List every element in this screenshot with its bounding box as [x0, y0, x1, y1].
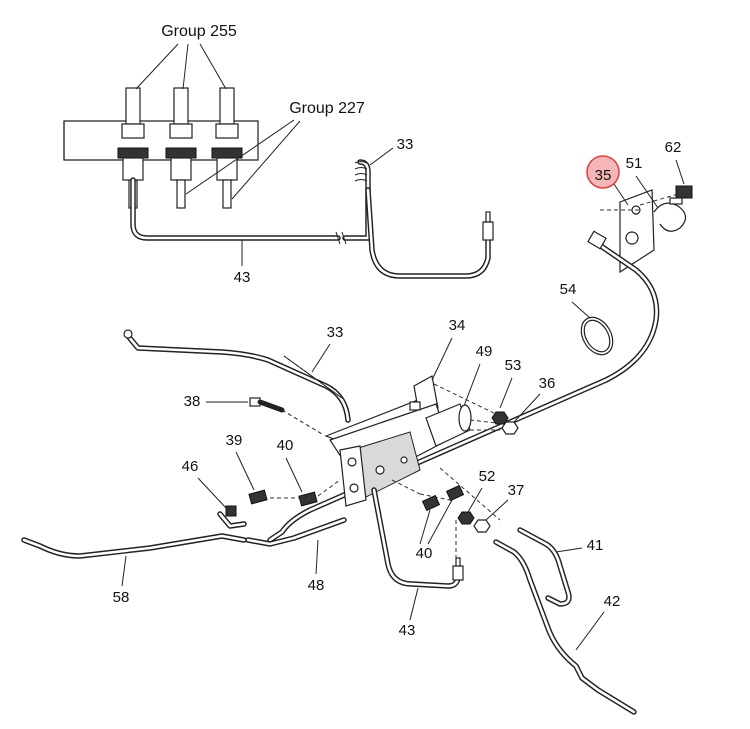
callout-58: 58: [113, 589, 130, 606]
callout-34: 34: [449, 317, 466, 334]
group-255-leaders: [135, 43, 227, 90]
callout-35: 35: [595, 167, 612, 184]
electrode-2: [165, 87, 197, 209]
callout-40-upper: 40: [277, 437, 294, 454]
fitting-62: [669, 185, 693, 205]
pipe-41: [517, 527, 572, 607]
electrode-3: [211, 87, 243, 209]
pipe-main-right: [267, 230, 660, 543]
valve-body-34: [324, 375, 449, 507]
pipe-58: [21, 533, 247, 559]
callout-36: 36: [539, 375, 556, 392]
callout-40-lower: 40: [416, 545, 433, 562]
group-255-label: Group 255: [161, 23, 237, 40]
fittings-40-lower: [421, 484, 465, 512]
callout-46: 46: [182, 458, 199, 475]
solenoid-49: [409, 401, 472, 447]
callout-49: 49: [476, 343, 493, 360]
callout-41: 41: [587, 537, 604, 554]
tube-43-lower: [371, 487, 464, 589]
callout-39: 39: [226, 432, 243, 449]
callout-62: 62: [665, 139, 682, 156]
pipe-33-left: [123, 329, 351, 423]
group-227-label: Group 227: [289, 100, 365, 117]
nut-36: [501, 421, 519, 435]
nut-37: [473, 519, 491, 533]
clip-51: [653, 202, 687, 232]
group-227-leaders: [185, 119, 301, 200]
tube-43-upper: [130, 159, 494, 279]
bolt-38: [249, 397, 323, 435]
pipe-48: [245, 517, 347, 547]
callout-52: 52: [479, 468, 496, 485]
callout-33-top: 33: [397, 136, 414, 153]
callout-38: 38: [184, 393, 201, 410]
pipe-42: [493, 539, 637, 715]
callout-53: 53: [505, 357, 522, 374]
callout-37: 37: [508, 482, 525, 499]
elbow-46: [217, 505, 247, 529]
fitting-40-left: [298, 491, 318, 507]
callout-42: 42: [604, 593, 621, 610]
callout-48: 48: [308, 577, 325, 594]
callout-33-mid: 33: [327, 324, 344, 341]
highlight-callout-35: [586, 155, 620, 189]
fitting-39: [248, 489, 268, 505]
electrode-bracket-assembly: [63, 87, 259, 209]
coil-33: [283, 355, 343, 399]
callout-54: 54: [560, 281, 577, 298]
callout-43-top: 43: [234, 269, 251, 286]
callout-43-lower: 43: [399, 622, 416, 639]
callout-51: 51: [626, 155, 643, 172]
nut-52: [457, 511, 475, 525]
